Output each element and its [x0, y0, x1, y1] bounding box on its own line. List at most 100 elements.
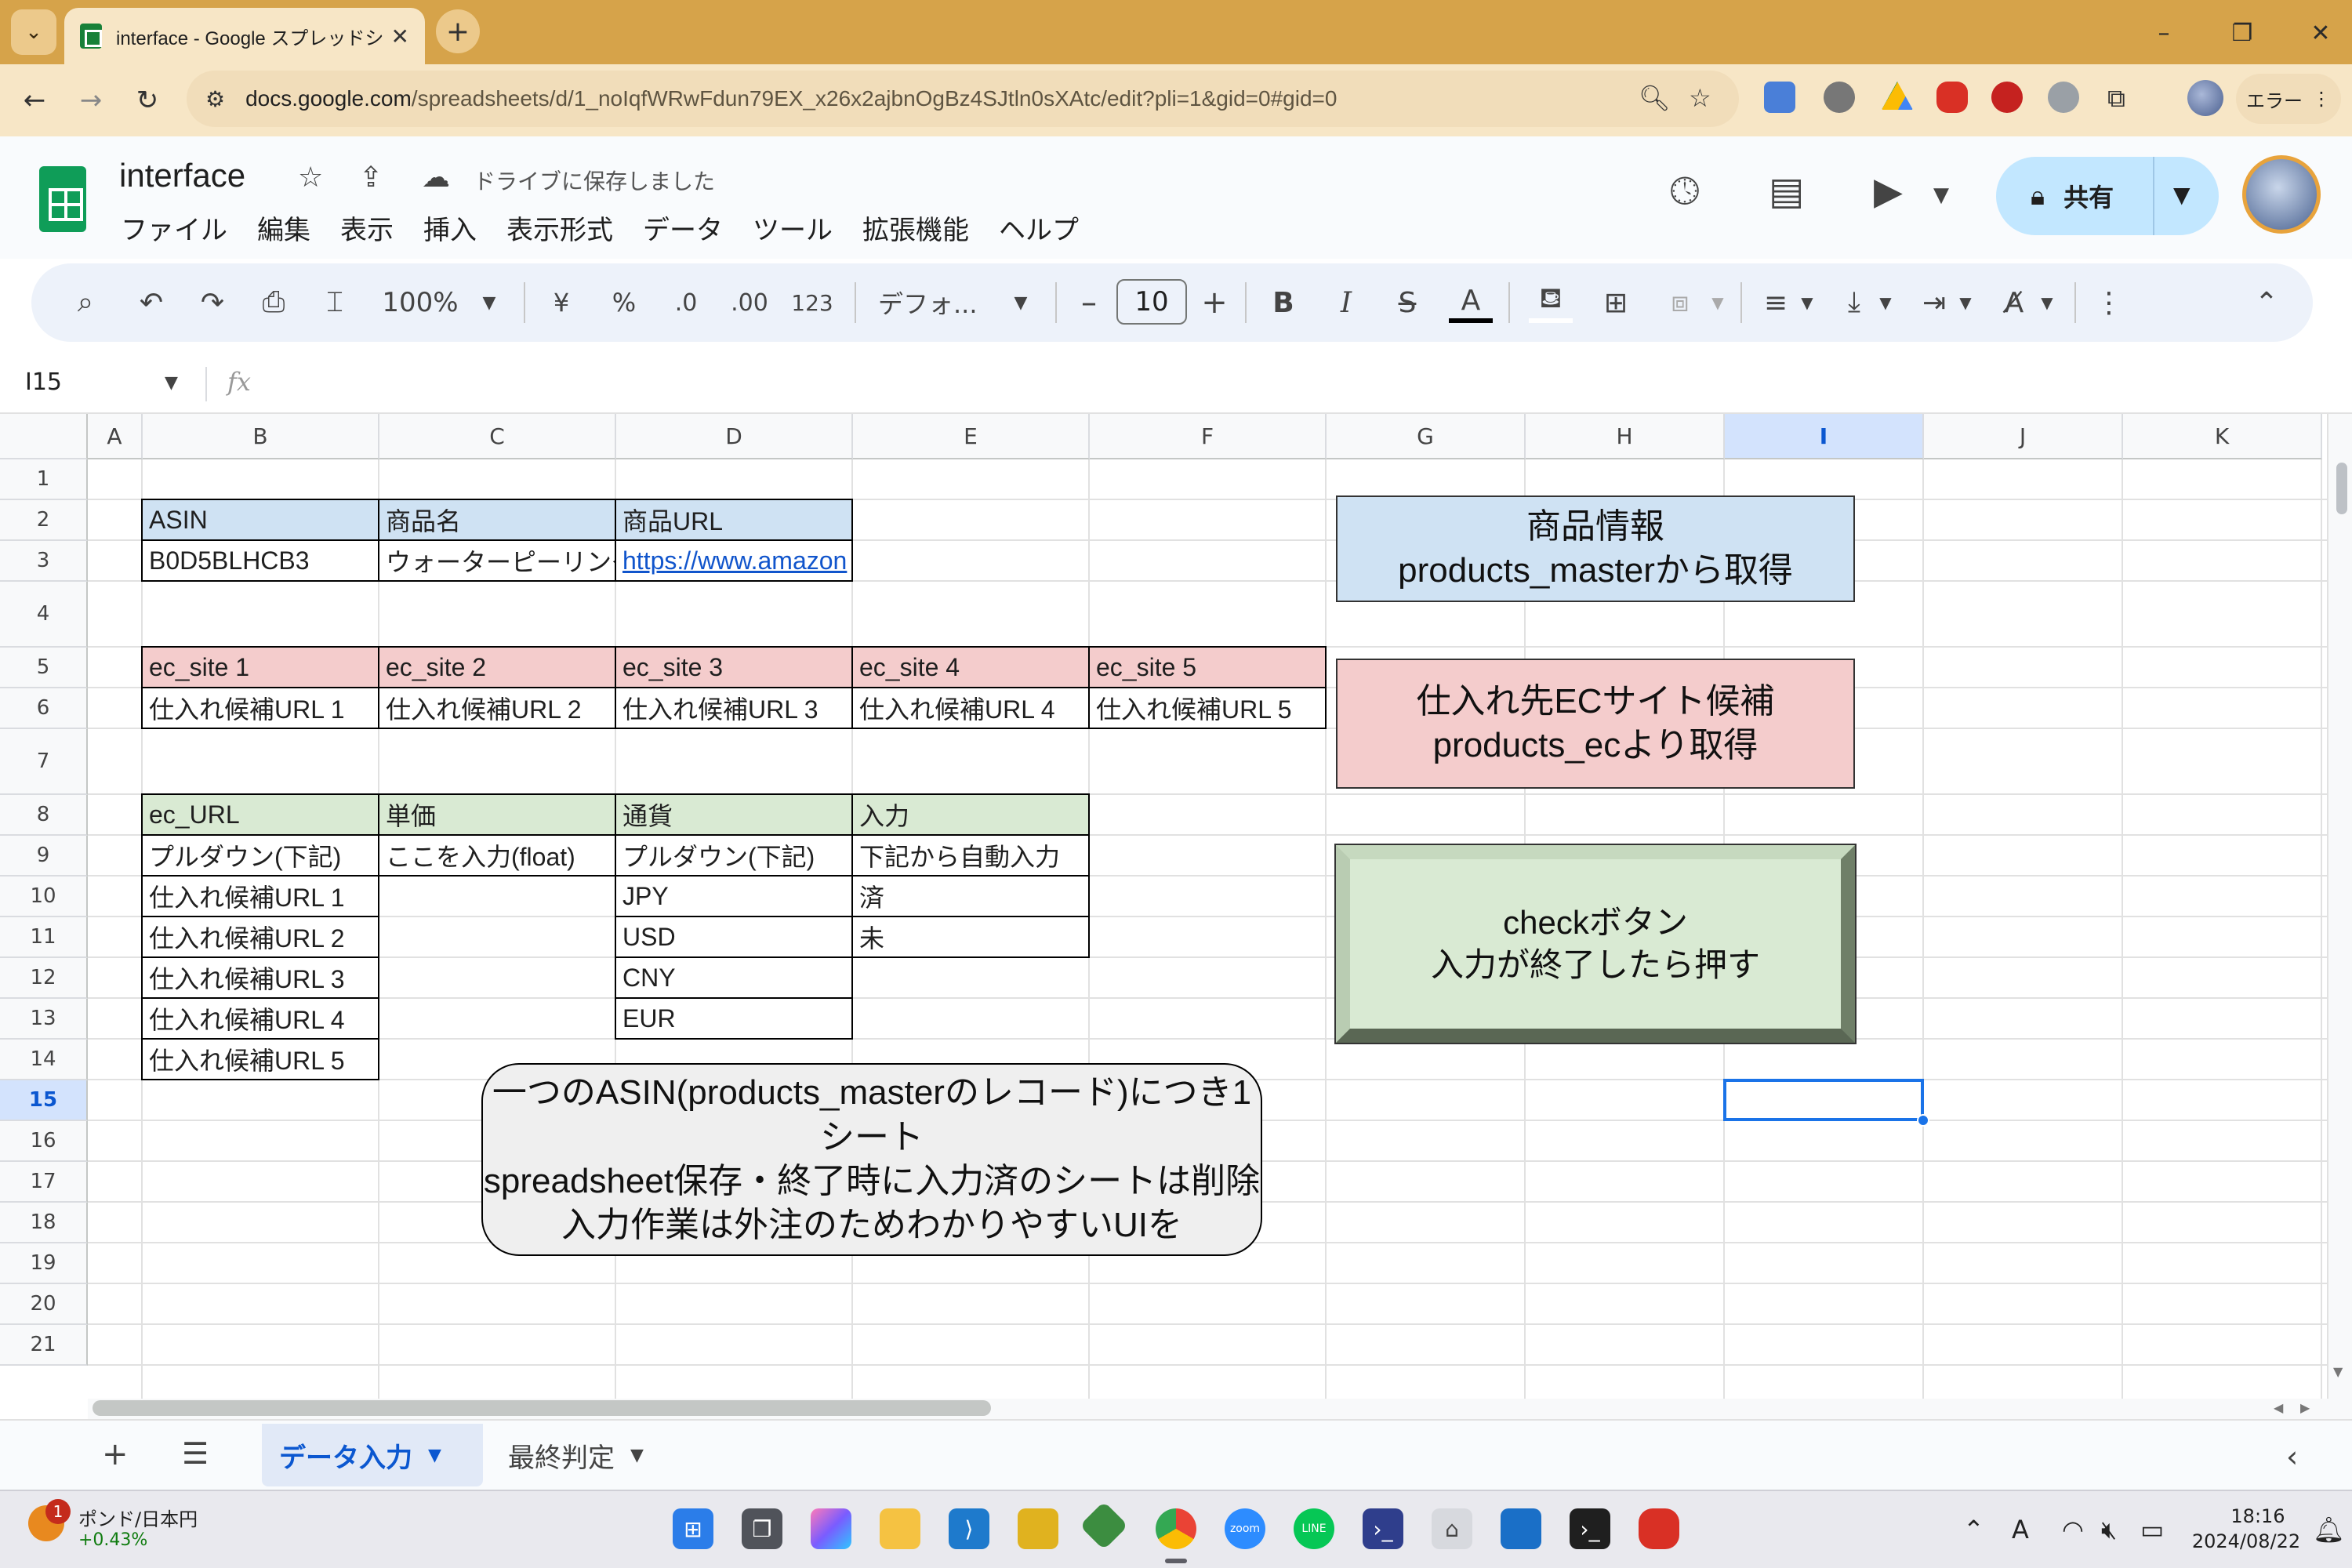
- sync-extension-icon[interactable]: [2048, 82, 2079, 113]
- cell-B3[interactable]: B0D5BLHCB3: [141, 539, 379, 582]
- cell-D2[interactable]: 商品URL: [615, 499, 853, 541]
- chrome-icon[interactable]: [1156, 1508, 1196, 1549]
- cell-B13[interactable]: 仕入れ候補URL 4: [141, 997, 379, 1040]
- increase-decimal-button[interactable]: .00: [731, 289, 768, 317]
- cloud-saved-icon[interactable]: ☁: [422, 162, 450, 194]
- column-header-K[interactable]: K: [2123, 414, 2322, 459]
- decrease-font-size-icon[interactable]: –: [1081, 285, 1097, 321]
- cell-C3[interactable]: ウォーターピーリング: [378, 539, 616, 582]
- column-header-F[interactable]: F: [1090, 414, 1327, 459]
- browser-tab-active[interactable]: interface - Google スプレッドシート ✕: [64, 8, 425, 64]
- rotation-dropdown-icon[interactable]: ▼: [2041, 293, 2053, 312]
- line-app-icon[interactable]: LINE: [1294, 1508, 1334, 1549]
- battery-icon[interactable]: ▭: [2140, 1515, 2165, 1544]
- zoom-select[interactable]: 100%: [382, 287, 459, 318]
- merge-cells-icon[interactable]: ⧈: [1671, 286, 1690, 318]
- meet-camera-icon[interactable]: ▶: [1874, 169, 1903, 213]
- copilot-icon[interactable]: [811, 1508, 851, 1549]
- translate-extension-icon[interactable]: [1764, 82, 1795, 113]
- wrap-dropdown-icon[interactable]: ▼: [1959, 293, 1972, 312]
- cell-C2[interactable]: 商品名: [378, 499, 616, 541]
- percent-format-button[interactable]: %: [612, 288, 637, 318]
- sheets-logo-icon[interactable]: [39, 166, 86, 232]
- menu-extensions[interactable]: 拡張機能: [862, 215, 969, 246]
- file-explorer-icon[interactable]: [880, 1508, 920, 1549]
- back-icon[interactable]: ←: [23, 85, 46, 116]
- cell-E10[interactable]: 済: [851, 875, 1090, 917]
- row-header-3[interactable]: 3: [0, 541, 88, 582]
- close-tab-icon[interactable]: ✕: [390, 24, 409, 49]
- paint-format-icon[interactable]: ⌶: [326, 286, 343, 318]
- cell-D8[interactable]: 通貨: [615, 793, 853, 836]
- check-button[interactable]: checkボタン 入力が終了したら押す: [1336, 845, 1855, 1043]
- cell-C9[interactable]: ここを入力(float): [378, 834, 616, 877]
- cell-E5[interactable]: ec_site 4: [851, 646, 1090, 688]
- extensions-puzzle-icon[interactable]: ⧉: [2107, 83, 2125, 113]
- all-sheets-icon[interactable]: ☰: [182, 1436, 209, 1471]
- cell-D11[interactable]: USD: [615, 916, 853, 958]
- express-app-icon[interactable]: [1639, 1508, 1679, 1549]
- share-dropdown-icon[interactable]: ▼: [2173, 182, 2190, 208]
- number-format-button[interactable]: 123: [791, 289, 833, 316]
- product-url-link[interactable]: https://www.amazon: [622, 546, 848, 575]
- row-header-17[interactable]: 17: [0, 1162, 88, 1203]
- row-header-14[interactable]: 14: [0, 1040, 88, 1080]
- zoom-icon[interactable]: 🔍︎: [1639, 83, 1671, 113]
- wifi-icon[interactable]: ◠: [2062, 1515, 2084, 1544]
- search-menus-icon[interactable]: ⌕: [77, 286, 94, 318]
- row-header-11[interactable]: 11: [0, 917, 88, 958]
- horizontal-scroll-thumb[interactable]: [93, 1400, 991, 1416]
- row-header-5[interactable]: 5: [0, 648, 88, 688]
- store-icon[interactable]: ⌂: [1432, 1508, 1472, 1549]
- side-panel-collapse-icon[interactable]: ‹: [2286, 1439, 2299, 1474]
- merge-dropdown-icon[interactable]: ▼: [1711, 293, 1724, 312]
- cell-B2[interactable]: ASIN: [141, 499, 379, 541]
- cell-B10[interactable]: 仕入れ候補URL 1: [141, 875, 379, 917]
- font-dropdown-icon[interactable]: ▼: [1014, 292, 1028, 313]
- bookmark-star-icon[interactable]: ☆: [1689, 83, 1711, 113]
- italic-icon[interactable]: I: [1340, 286, 1352, 319]
- sheet-tab-final-judgement[interactable]: 最終判定▼: [502, 1424, 674, 1486]
- powershell-icon[interactable]: ›_: [1363, 1508, 1403, 1549]
- name-box[interactable]: I15: [25, 368, 63, 396]
- meet-dropdown-icon[interactable]: ▼: [1933, 183, 1949, 207]
- menu-edit[interactable]: 編集: [257, 215, 310, 246]
- valign-dropdown-icon[interactable]: ▼: [1879, 293, 1892, 312]
- strikethrough-icon[interactable]: S: [1398, 286, 1417, 319]
- row-header-9[interactable]: 9: [0, 836, 88, 877]
- share-button[interactable]: 🔒︎ 共有 ▼: [1996, 157, 2219, 235]
- cell-B14[interactable]: 仕入れ候補URL 5: [141, 1038, 379, 1080]
- chat-extension-icon[interactable]: [1824, 82, 1855, 113]
- column-header-G[interactable]: G: [1327, 414, 1526, 459]
- column-header-J[interactable]: J: [1924, 414, 2123, 459]
- row-header-13[interactable]: 13: [0, 999, 88, 1040]
- cell-C6[interactable]: 仕入れ候補URL 2: [378, 687, 616, 729]
- row-header-20[interactable]: 20: [0, 1284, 88, 1325]
- selected-cell-outline[interactable]: [1723, 1079, 1924, 1121]
- account-avatar[interactable]: [2242, 155, 2321, 234]
- cell-C11[interactable]: [378, 916, 616, 958]
- cell-D10[interactable]: JPY: [615, 875, 853, 917]
- increase-font-size-icon[interactable]: +: [1201, 285, 1228, 321]
- new-tab-icon[interactable]: +: [436, 9, 480, 53]
- notifications-bell-icon[interactable]: 🔔︎: [2313, 1515, 2345, 1544]
- site-info-icon[interactable]: ⚙: [205, 86, 226, 111]
- column-header-D[interactable]: D: [616, 414, 853, 459]
- version-history-icon[interactable]: 🕓︎: [1670, 169, 1700, 213]
- name-box-dropdown-icon[interactable]: ▼: [165, 373, 178, 393]
- cell-D5[interactable]: ec_site 3: [615, 646, 853, 688]
- halign-dropdown-icon[interactable]: ▼: [1801, 293, 1813, 312]
- cell-F5[interactable]: ec_site 5: [1088, 646, 1327, 688]
- collapse-toolbar-icon[interactable]: ⌃: [2254, 286, 2279, 319]
- app-blue-icon[interactable]: [1501, 1508, 1541, 1549]
- cell-E8[interactable]: 入力: [851, 793, 1090, 836]
- cell-C13[interactable]: [378, 997, 616, 1040]
- cell-C10[interactable]: [378, 875, 616, 917]
- clock-time[interactable]: 18:16: [2230, 1505, 2285, 1527]
- restore-icon[interactable]: ❐: [2231, 19, 2253, 47]
- show-hidden-icons-icon[interactable]: ⌃: [1963, 1515, 1984, 1544]
- menu-data[interactable]: データ: [643, 215, 723, 246]
- fill-handle[interactable]: [1917, 1114, 1929, 1127]
- column-header-C[interactable]: C: [379, 414, 616, 459]
- ime-indicator[interactable]: A: [2012, 1515, 2029, 1544]
